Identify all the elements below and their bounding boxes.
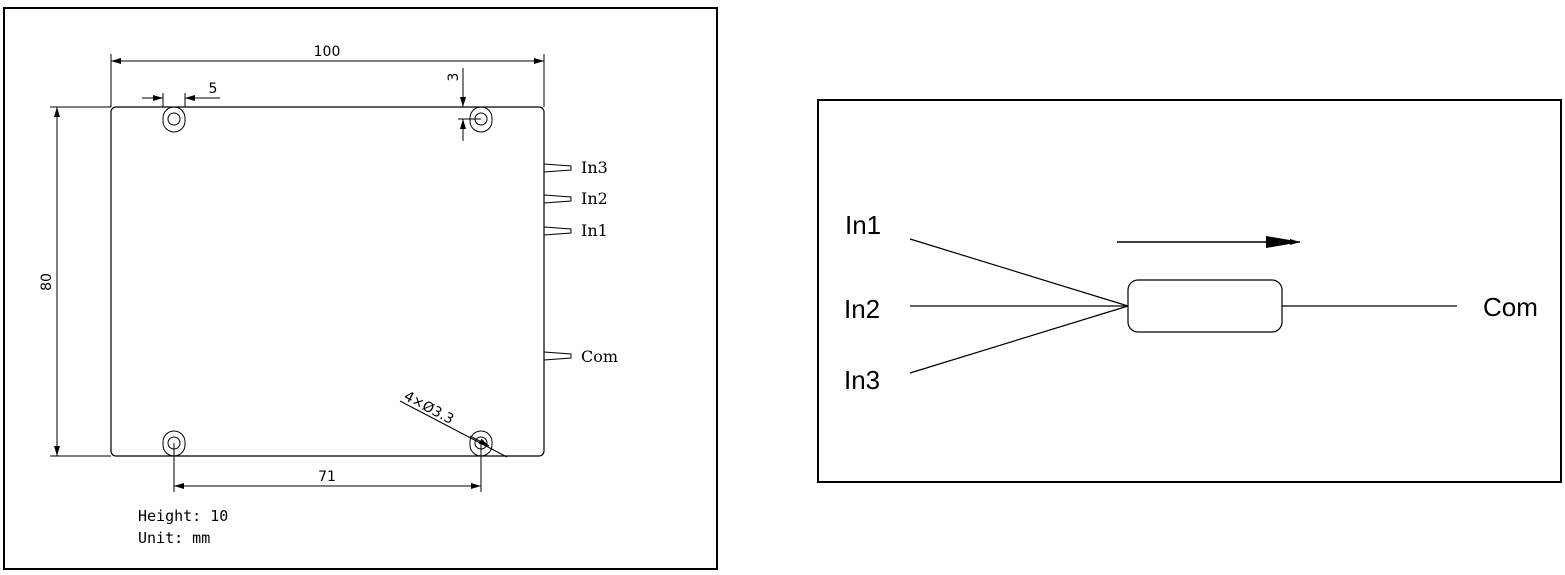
module-outline: [110, 106, 545, 457]
port-in3: In3: [543, 158, 608, 177]
schematic-com-label: Com: [1483, 292, 1538, 322]
schematic-in2-label: In2: [844, 294, 880, 324]
port-in1: In1: [543, 221, 608, 240]
schematic-in3-label: In3: [844, 365, 880, 395]
hole-offset-x-label: 5: [209, 81, 218, 97]
hole-offset-x-dimension: 5: [142, 81, 220, 107]
note-unit: Unit: mm: [138, 529, 210, 547]
port-in2-label: In2: [581, 189, 608, 208]
fiber-in1: [909, 238, 1129, 307]
port-com-label: Com: [581, 347, 618, 366]
hole-offset-y-label: 3: [446, 73, 462, 82]
height-dimension-label: 80: [39, 273, 55, 291]
port-in1-label: In1: [581, 221, 608, 240]
width-dimension-label: 100: [314, 44, 341, 60]
hole-offset-y-dimension: 3: [446, 68, 481, 141]
fiber-in3: [909, 305, 1129, 374]
left-frame: [3, 7, 718, 570]
hole-callout: 4×Ø3.3: [399, 388, 508, 458]
mounting-hole-top-left: [162, 106, 186, 133]
width-dimension: 100: [110, 44, 545, 107]
schematic-panel: In1 In2 In3 Com: [817, 99, 1562, 483]
hole-callout-label: 4×Ø3.3: [401, 388, 456, 427]
mechanical-drawing-panel: 100 80 5 3 71: [3, 7, 718, 570]
hole-spacing-dimension: 71: [173, 443, 482, 492]
height-dimension: 80: [39, 106, 111, 457]
port-in3-label: In3: [581, 158, 608, 177]
schematic-in1-label: In1: [845, 210, 881, 240]
note-height: Height: 10: [138, 507, 228, 525]
port-in2: In2: [543, 189, 608, 208]
combiner-body: [1127, 279, 1283, 333]
hole-spacing-label: 71: [318, 469, 336, 485]
right-frame: [817, 99, 1562, 483]
port-com: Com: [543, 347, 618, 366]
direction-arrowhead: [1266, 236, 1301, 248]
